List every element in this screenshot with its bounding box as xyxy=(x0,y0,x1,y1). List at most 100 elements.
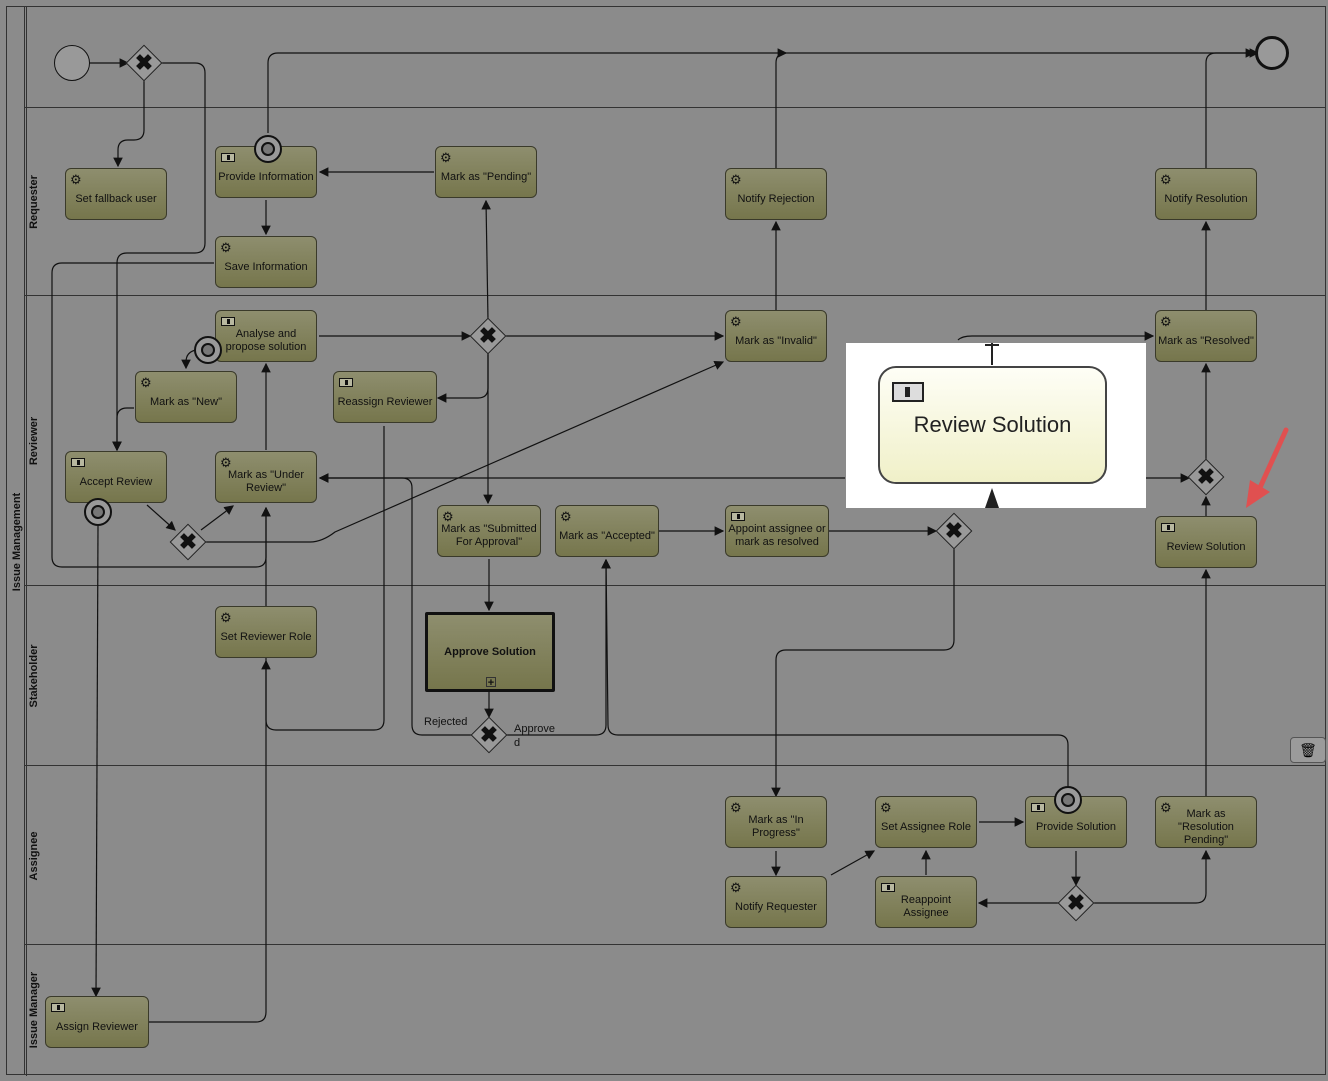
gear-icon: ⚙ xyxy=(1160,172,1172,187)
flow-gw3-to-under-review xyxy=(200,505,234,531)
gear-icon: ⚙ xyxy=(220,455,232,470)
task-provide-information[interactable]: Provide Information xyxy=(215,146,317,198)
gear-icon: ⚙ xyxy=(70,172,82,187)
flow-notify-to-setassignee xyxy=(830,850,876,876)
flow-rejection-to-end xyxy=(775,48,788,168)
boundary-event-icon[interactable] xyxy=(194,336,222,364)
exclusive-gateway-icon: ✖ xyxy=(479,722,499,747)
flow-provide-to-end xyxy=(267,48,1260,133)
boundary-event-icon[interactable] xyxy=(1054,786,1082,814)
expand-icon[interactable]: + xyxy=(486,677,496,689)
user-task-icon xyxy=(71,458,85,467)
task-reassign-reviewer[interactable]: Reassign Reviewer xyxy=(333,371,437,423)
user-task-icon xyxy=(221,317,235,326)
gear-icon: ⚙ xyxy=(140,375,152,390)
exclusive-gateway-icon: ✖ xyxy=(1196,464,1216,489)
task-mark-pending[interactable]: ⚙Mark as "Pending" xyxy=(435,146,537,198)
user-task-icon xyxy=(221,153,235,162)
flow-gw1-to-accept xyxy=(112,62,206,452)
task-mark-under-review[interactable]: ⚙Mark as "Under Review" xyxy=(215,451,317,503)
task-reappoint-assignee[interactable]: Reappoint Assignee xyxy=(875,876,977,928)
user-task-icon xyxy=(892,382,924,402)
task-set-reviewer-role[interactable]: ⚙Set Reviewer Role xyxy=(215,606,317,658)
pool-label: Issue Management xyxy=(7,7,27,1076)
lane-stakeholder: Stakeholder xyxy=(24,585,1326,765)
task-analyse-propose[interactable]: Analyse and propose solution xyxy=(215,310,317,362)
flow-label-approved-1: Approve xyxy=(514,723,555,735)
lane-divider xyxy=(24,6,25,1075)
flow-save-to-accept xyxy=(51,262,271,568)
gear-icon: ⚙ xyxy=(560,509,572,524)
task-assign-reviewer[interactable]: Assign Reviewer xyxy=(45,996,149,1048)
gear-icon: ⚙ xyxy=(880,800,892,815)
flow-provide-solution-to-accepted xyxy=(601,558,1069,786)
task-accept-review[interactable]: Accept Review xyxy=(65,451,167,503)
gear-icon: ⚙ xyxy=(440,150,452,165)
task-mark-resolved[interactable]: ⚙Mark as "Resolved" xyxy=(1155,310,1257,362)
task-mark-invalid[interactable]: ⚙Mark as "Invalid" xyxy=(725,310,827,362)
flow-resolution-to-end xyxy=(1205,48,1256,168)
delete-button[interactable]: 🗑 xyxy=(1290,737,1326,763)
gear-icon: ⚙ xyxy=(730,880,742,895)
trash-icon: 🗑 xyxy=(1299,741,1317,758)
flow-gw6-to-resolution-pending xyxy=(1094,849,1211,904)
gear-icon: ⚙ xyxy=(1160,314,1172,329)
task-mark-resolution-pending[interactable]: ⚙Mark as "Resolution Pending" xyxy=(1155,796,1257,848)
flow-assign-to-under-review xyxy=(148,506,271,1023)
user-task-icon xyxy=(339,378,353,387)
flow-gw4-to-accepted xyxy=(506,558,611,736)
exclusive-gateway-icon: ✖ xyxy=(478,323,498,348)
task-mark-in-progress[interactable]: ⚙Mark as "In Progress" xyxy=(725,796,827,848)
user-task-icon xyxy=(881,883,895,892)
gear-icon: ⚙ xyxy=(1160,800,1172,815)
gear-icon: ⚙ xyxy=(442,509,454,524)
start-event[interactable] xyxy=(54,45,90,81)
exclusive-gateway-icon: ✖ xyxy=(178,529,198,554)
task-mark-new[interactable]: ⚙Mark as "New" xyxy=(135,371,237,423)
boundary-event-icon[interactable] xyxy=(254,135,282,163)
pool-issue-management: Issue Management xyxy=(6,6,1326,1076)
user-task-icon xyxy=(1161,523,1175,532)
callout-review-solution[interactable]: Review Solution xyxy=(878,366,1107,484)
gear-icon: ⚙ xyxy=(220,240,232,255)
end-event[interactable] xyxy=(1255,36,1289,70)
user-task-icon xyxy=(51,1003,65,1012)
flow-accept-to-gw3 xyxy=(146,504,176,531)
exclusive-gateway-icon: ✖ xyxy=(1066,890,1086,915)
gear-icon: ⚙ xyxy=(730,314,742,329)
task-notify-resolution[interactable]: ⚙Notify Resolution xyxy=(1155,168,1257,220)
user-task-icon xyxy=(731,512,745,521)
flow-accept-to-assign xyxy=(91,525,101,998)
task-notify-requester[interactable]: ⚙Notify Requester xyxy=(725,876,827,928)
flow-gw1-to-fallback xyxy=(113,80,145,168)
task-set-fallback-user[interactable]: ⚙Set fallback user xyxy=(65,168,167,220)
flow-gw3-to-invalid xyxy=(205,360,725,543)
task-mark-submitted[interactable]: ⚙Mark as "Submitted For Approval" xyxy=(437,505,541,557)
task-appoint-assignee[interactable]: Appoint assignee or mark as resolved xyxy=(725,505,829,557)
task-notify-rejection[interactable]: ⚙Notify Rejection xyxy=(725,168,827,220)
flow-gw5-to-inprogress xyxy=(771,549,955,798)
user-task-icon xyxy=(1031,803,1045,812)
subprocess-approve-solution[interactable]: Approve Solution+ xyxy=(425,612,555,692)
exclusive-gateway-icon: ✖ xyxy=(134,50,154,75)
exclusive-gateway-icon: ✖ xyxy=(944,518,964,543)
flow-to-resolved-top xyxy=(957,331,1155,341)
gear-icon: ⚙ xyxy=(730,800,742,815)
task-set-assignee-role[interactable]: ⚙Set Assignee Role xyxy=(875,796,977,848)
flow-new-to-accept xyxy=(112,407,134,452)
lane-reviewer: Reviewer xyxy=(24,295,1326,585)
lane-requester: Requester xyxy=(24,107,1326,295)
gear-icon: ⚙ xyxy=(220,610,232,625)
gear-icon: ⚙ xyxy=(730,172,742,187)
task-mark-accepted[interactable]: ⚙Mark as "Accepted" xyxy=(555,505,659,557)
task-review-solution[interactable]: Review Solution xyxy=(1155,516,1257,568)
flow-label-approved-2: d xyxy=(514,737,521,749)
task-save-information[interactable]: ⚙Save Information xyxy=(215,236,317,288)
lane-assignee: Assignee xyxy=(24,765,1326,945)
flow-label-rejected: Rejected xyxy=(424,716,468,728)
boundary-event-icon[interactable] xyxy=(84,498,112,526)
lane-issue-manager: Issue Manager xyxy=(24,944,1326,1074)
flow-gw2-to-pending xyxy=(481,199,491,321)
